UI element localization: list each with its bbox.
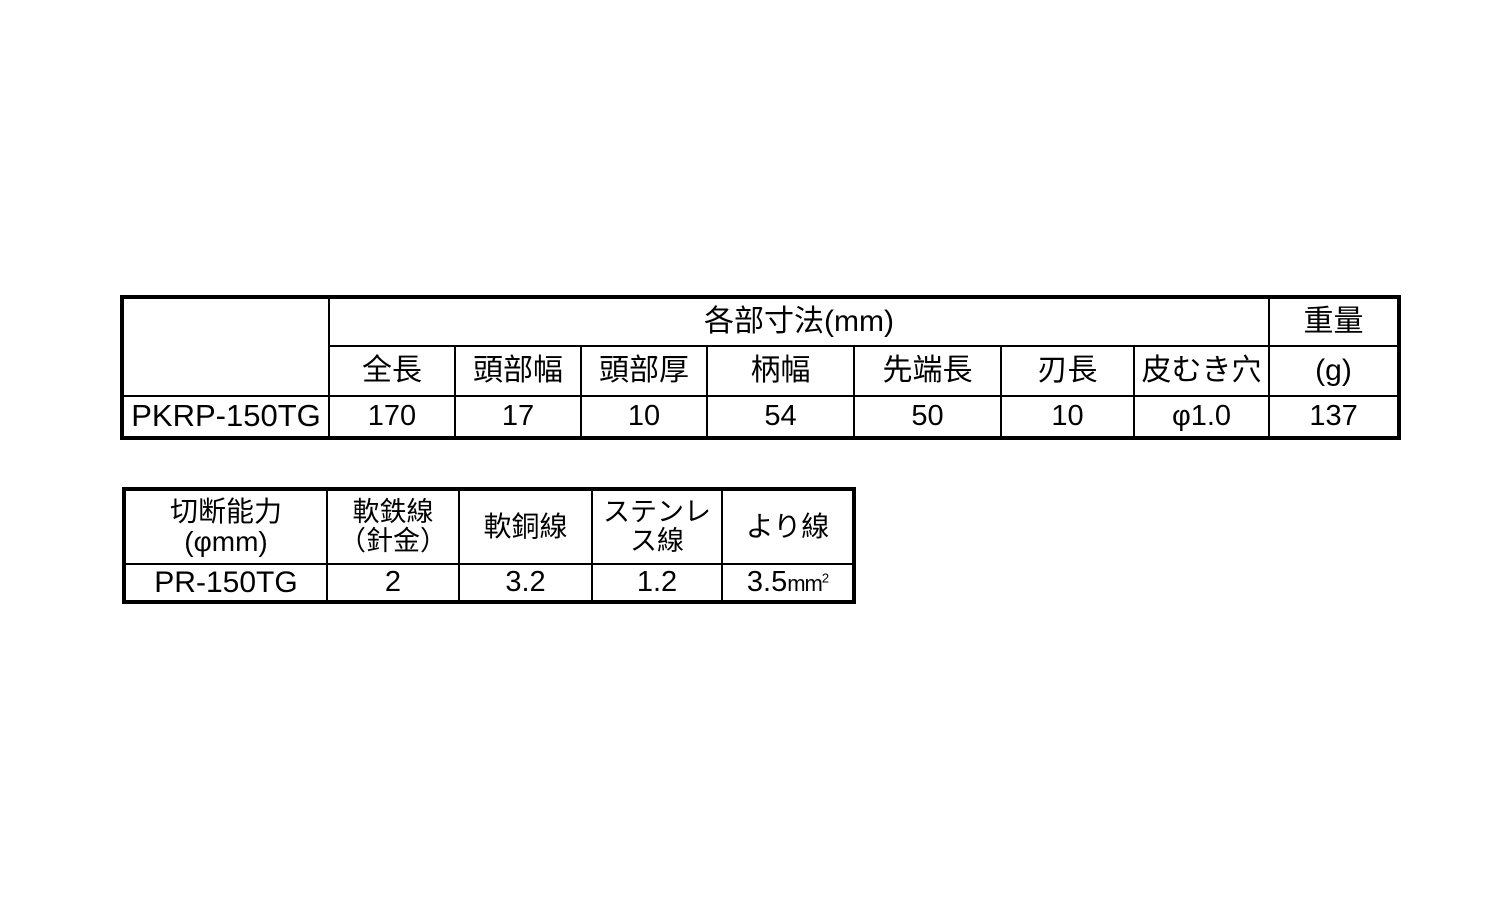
stranded-wire-exponent: 2 [821,570,829,586]
cutting-capacity-line2: (φmm) [184,526,268,557]
column-header-zencho: 全長 [328,345,456,397]
cell-ha-cho: 10 [1000,395,1135,439]
stranded-wire-unit-text: mm [787,571,823,597]
column-header-weight-unit: (g) [1268,345,1401,397]
cell-e-haba: 54 [706,395,855,439]
table-row-column-header: 全長 頭部幅 頭部厚 柄幅 先端長 刃長 皮むき穴 (g) [122,345,1401,397]
cell-soft-iron-wire: 2 [326,563,460,603]
cutting-capacity-table: 切断能力 (φmm) 軟鉄線 （針金） 軟銅線 ステンレ ス線 より線 PR-1… [122,487,856,604]
stainless-wire-line1: ステンレ [603,497,711,528]
cell-zencho: 170 [328,395,456,439]
column-header-ha-cho: 刃長 [1000,345,1135,397]
column-header-soft-copper-wire: 軟銅線 [458,488,593,565]
table-row: PR-150TG 2 3.2 1.2 3.5mm2 [123,563,855,603]
cell-model: PKRP-150TG [121,395,330,439]
stranded-wire-value: 3.5 [746,566,788,599]
cutting-capacity-line1: 切断能力 [169,496,282,528]
column-header-sentan-cho: 先端長 [853,345,1002,397]
cell-soft-copper-wire: 3.2 [458,563,593,603]
column-header-kawamuki-ana: 皮むき穴 [1132,345,1271,397]
column-header-stranded-wire: より線 [721,488,855,565]
column-header-toubu-haba: 頭部幅 [454,345,582,397]
model-column-blank-header [121,296,330,397]
cell-capacity-model: PR-150TG [123,563,328,603]
column-header-stainless-wire: ステンレ ス線 [591,488,723,565]
cell-kawamuki-ana: φ1.0 [1132,395,1271,439]
cell-toubu-atsu: 10 [580,395,708,439]
table-row-group-header: 各部寸法(mm) 重量 [121,296,1401,397]
cell-toubu-haba: 17 [454,395,582,439]
column-header-toubu-atsu: 頭部厚 [580,345,708,397]
cell-stranded-wire: 3.5mm2 [721,563,855,603]
dimensions-group-header: 各部寸法(mm) [327,296,1271,347]
stranded-wire-unit: mm2 [787,570,829,597]
table-row: PKRP-150TG 170 17 10 54 50 10 φ1.0 137 [121,395,1401,439]
cell-sentan-cho: 50 [853,395,1002,439]
dimensions-table: 各部寸法(mm) 重量 全長 頭部幅 頭部厚 柄幅 先端長 刃長 皮むき穴 (g… [120,295,1402,440]
stainless-wire-line2: ス線 [630,526,684,556]
cell-weight: 137 [1268,395,1401,439]
column-header-cutting-capacity: 切断能力 (φmm) [123,488,328,565]
column-header-soft-iron-wire: 軟鉄線 （針金） [326,488,460,565]
soft-iron-wire-line1: 軟鉄線 [352,497,434,528]
soft-iron-wire-line2: （針金） [339,526,447,556]
table-row-column-header: 切断能力 (φmm) 軟鉄線 （針金） 軟銅線 ステンレ ス線 より線 [123,488,855,565]
weight-group-header: 重量 [1268,296,1401,347]
column-header-e-haba: 柄幅 [706,345,855,397]
cell-stainless-wire: 1.2 [591,563,723,603]
